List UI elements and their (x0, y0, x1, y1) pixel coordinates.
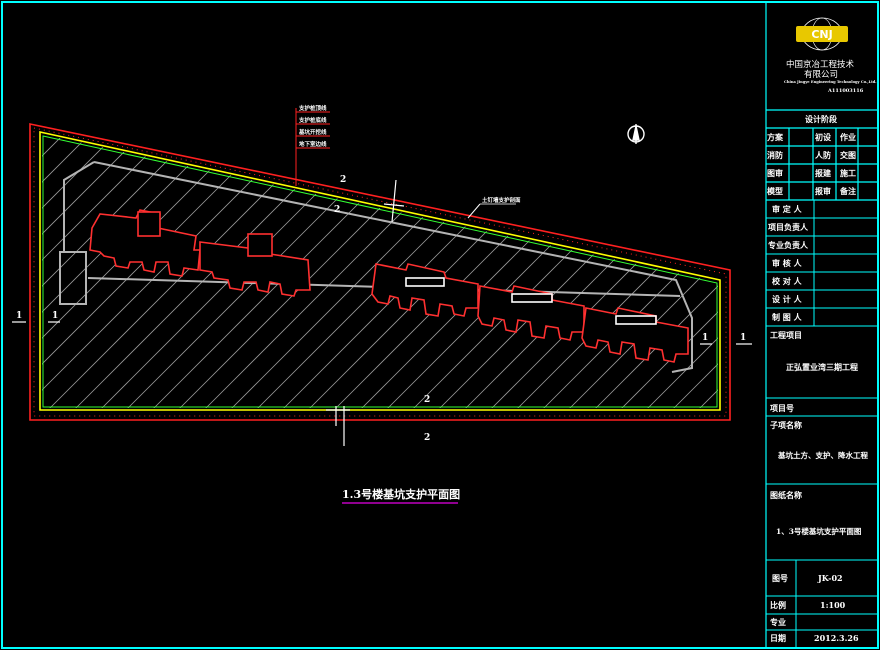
project-label: 工程项目 (770, 330, 802, 340)
cut-label-right-inner: 1 (702, 333, 708, 343)
hatch-line (42, 134, 209, 408)
hatch-line (609, 134, 718, 408)
building-3 (371, 263, 479, 317)
hatch-line (42, 134, 105, 408)
legend-leaders (295, 108, 330, 186)
building-4 (477, 285, 585, 341)
cut-label-bottom: 2 (424, 433, 430, 443)
hatch-line (323, 134, 625, 408)
drawing-no-label: 图号 (772, 573, 788, 583)
hatch-line (713, 134, 718, 408)
annotation-leader (467, 203, 481, 219)
legend-label: 支护桩底线 (298, 116, 327, 124)
cut-label-top: 2 (340, 175, 346, 185)
hatch-line (766, 120, 880, 420)
stage-cell: 人防 (815, 150, 831, 160)
item-no-label: 项目号 (770, 403, 794, 413)
title-block-grid (765, 2, 878, 648)
north-arrow-icon (627, 124, 645, 144)
project-name: 正弘置业湾三期工程 (786, 362, 858, 372)
drawing-no: JK-02 (818, 573, 843, 583)
legend-label: 地下室边线 (299, 140, 327, 148)
scale-value: 1:100 (820, 600, 846, 610)
company-name-line2: 有限公司 (804, 70, 839, 80)
signoff-label: 项目负责人 (768, 222, 808, 232)
signoff-grid (766, 200, 878, 648)
hatch-line (661, 134, 718, 408)
stage-cell: 初设 (815, 132, 831, 142)
hatch-line (42, 134, 235, 408)
date-label: 日期 (770, 633, 786, 643)
basement-outline-left (59, 161, 95, 305)
signoff-label: 专业负责人 (768, 240, 808, 250)
signoff-label: 审 定 人 (772, 204, 802, 214)
signoff-label: 设 计 人 (772, 294, 802, 304)
svg-text:CNJ: CNJ (811, 28, 832, 41)
hatch-line (427, 134, 718, 408)
stage-cell: 施工 (840, 168, 856, 178)
hatch-line (0, 120, 26, 420)
hatch-line (583, 134, 718, 408)
hatch-line (740, 120, 880, 420)
building-1 (89, 209, 201, 277)
stage-cell: 报审 (815, 186, 831, 196)
drawing-name-label: 图纸名称 (770, 490, 802, 500)
cert-number: A111003116 (828, 88, 864, 94)
hatch-line (42, 134, 157, 408)
signoff-label: 审 核 人 (772, 258, 802, 268)
date-value: 2012.3.26 (814, 633, 859, 643)
scale-label: 比例 (770, 600, 786, 610)
hatch-line (453, 134, 718, 408)
building-2 (199, 233, 311, 297)
hatch-line (297, 134, 599, 408)
stage-cell: 作业 (840, 132, 856, 142)
discipline-label: 专业 (770, 617, 786, 627)
cut-label-bottom-inner: 2 (424, 395, 430, 405)
section-labels: 1 1 1 1 2 2 2 2 (16, 175, 746, 443)
stage-cell: 方案 (767, 132, 783, 142)
design-stage-label: 设计阶段 (805, 114, 837, 124)
support-pile-line (29, 123, 731, 421)
hatch-line (531, 134, 718, 408)
excavation-line-yellow (39, 131, 721, 411)
cut-label-right: 1 (740, 333, 746, 343)
signoff-label: 校 对 人 (772, 276, 802, 286)
hatch-line (42, 134, 53, 408)
annotation-label: 土钉墙支护剖面 (482, 196, 521, 204)
hatch-line (42, 134, 79, 408)
excavation-line-green (42, 135, 718, 408)
basement-outline (93, 161, 693, 373)
stage-cell: 消防 (767, 150, 783, 160)
stage-cell: 报建 (815, 168, 831, 178)
stage-cell: 模型 (767, 186, 783, 196)
soil-hatch (0, 120, 880, 420)
legend-label: 支护桩顶线 (298, 104, 327, 112)
drawing-caption: 1.3号楼基坑支护平面图 (342, 487, 460, 501)
cut-label-left-inner: 1 (52, 311, 58, 321)
company-name-en: China Jingye Engineering Technology Co.,… (784, 80, 877, 84)
company-logo-icon: CNJ (796, 17, 848, 51)
signoff-label: 制 图 人 (772, 312, 802, 322)
stage-cell: 图审 (767, 168, 783, 178)
stage-cell: 备注 (840, 186, 856, 196)
legend-labels: 支护桩顶线 支护桩底线 基坑开挖线 地下室边线 (298, 104, 327, 148)
cut-label-top-inner: 2 (334, 205, 340, 215)
building-5 (581, 307, 689, 363)
section-markers (12, 179, 752, 446)
company-name-line1: 中国京冶工程技术 (786, 60, 855, 70)
subitem-name: 基坑土方、支护、降水工程 (778, 451, 868, 460)
stage-cell: 交图 (840, 150, 856, 160)
subitem-label: 子项名称 (770, 420, 802, 430)
legend-label: 基坑开挖线 (298, 128, 327, 136)
cut-label-left: 1 (16, 311, 22, 321)
drawing-name: 1、3号楼基坑支护平面图 (776, 527, 862, 536)
